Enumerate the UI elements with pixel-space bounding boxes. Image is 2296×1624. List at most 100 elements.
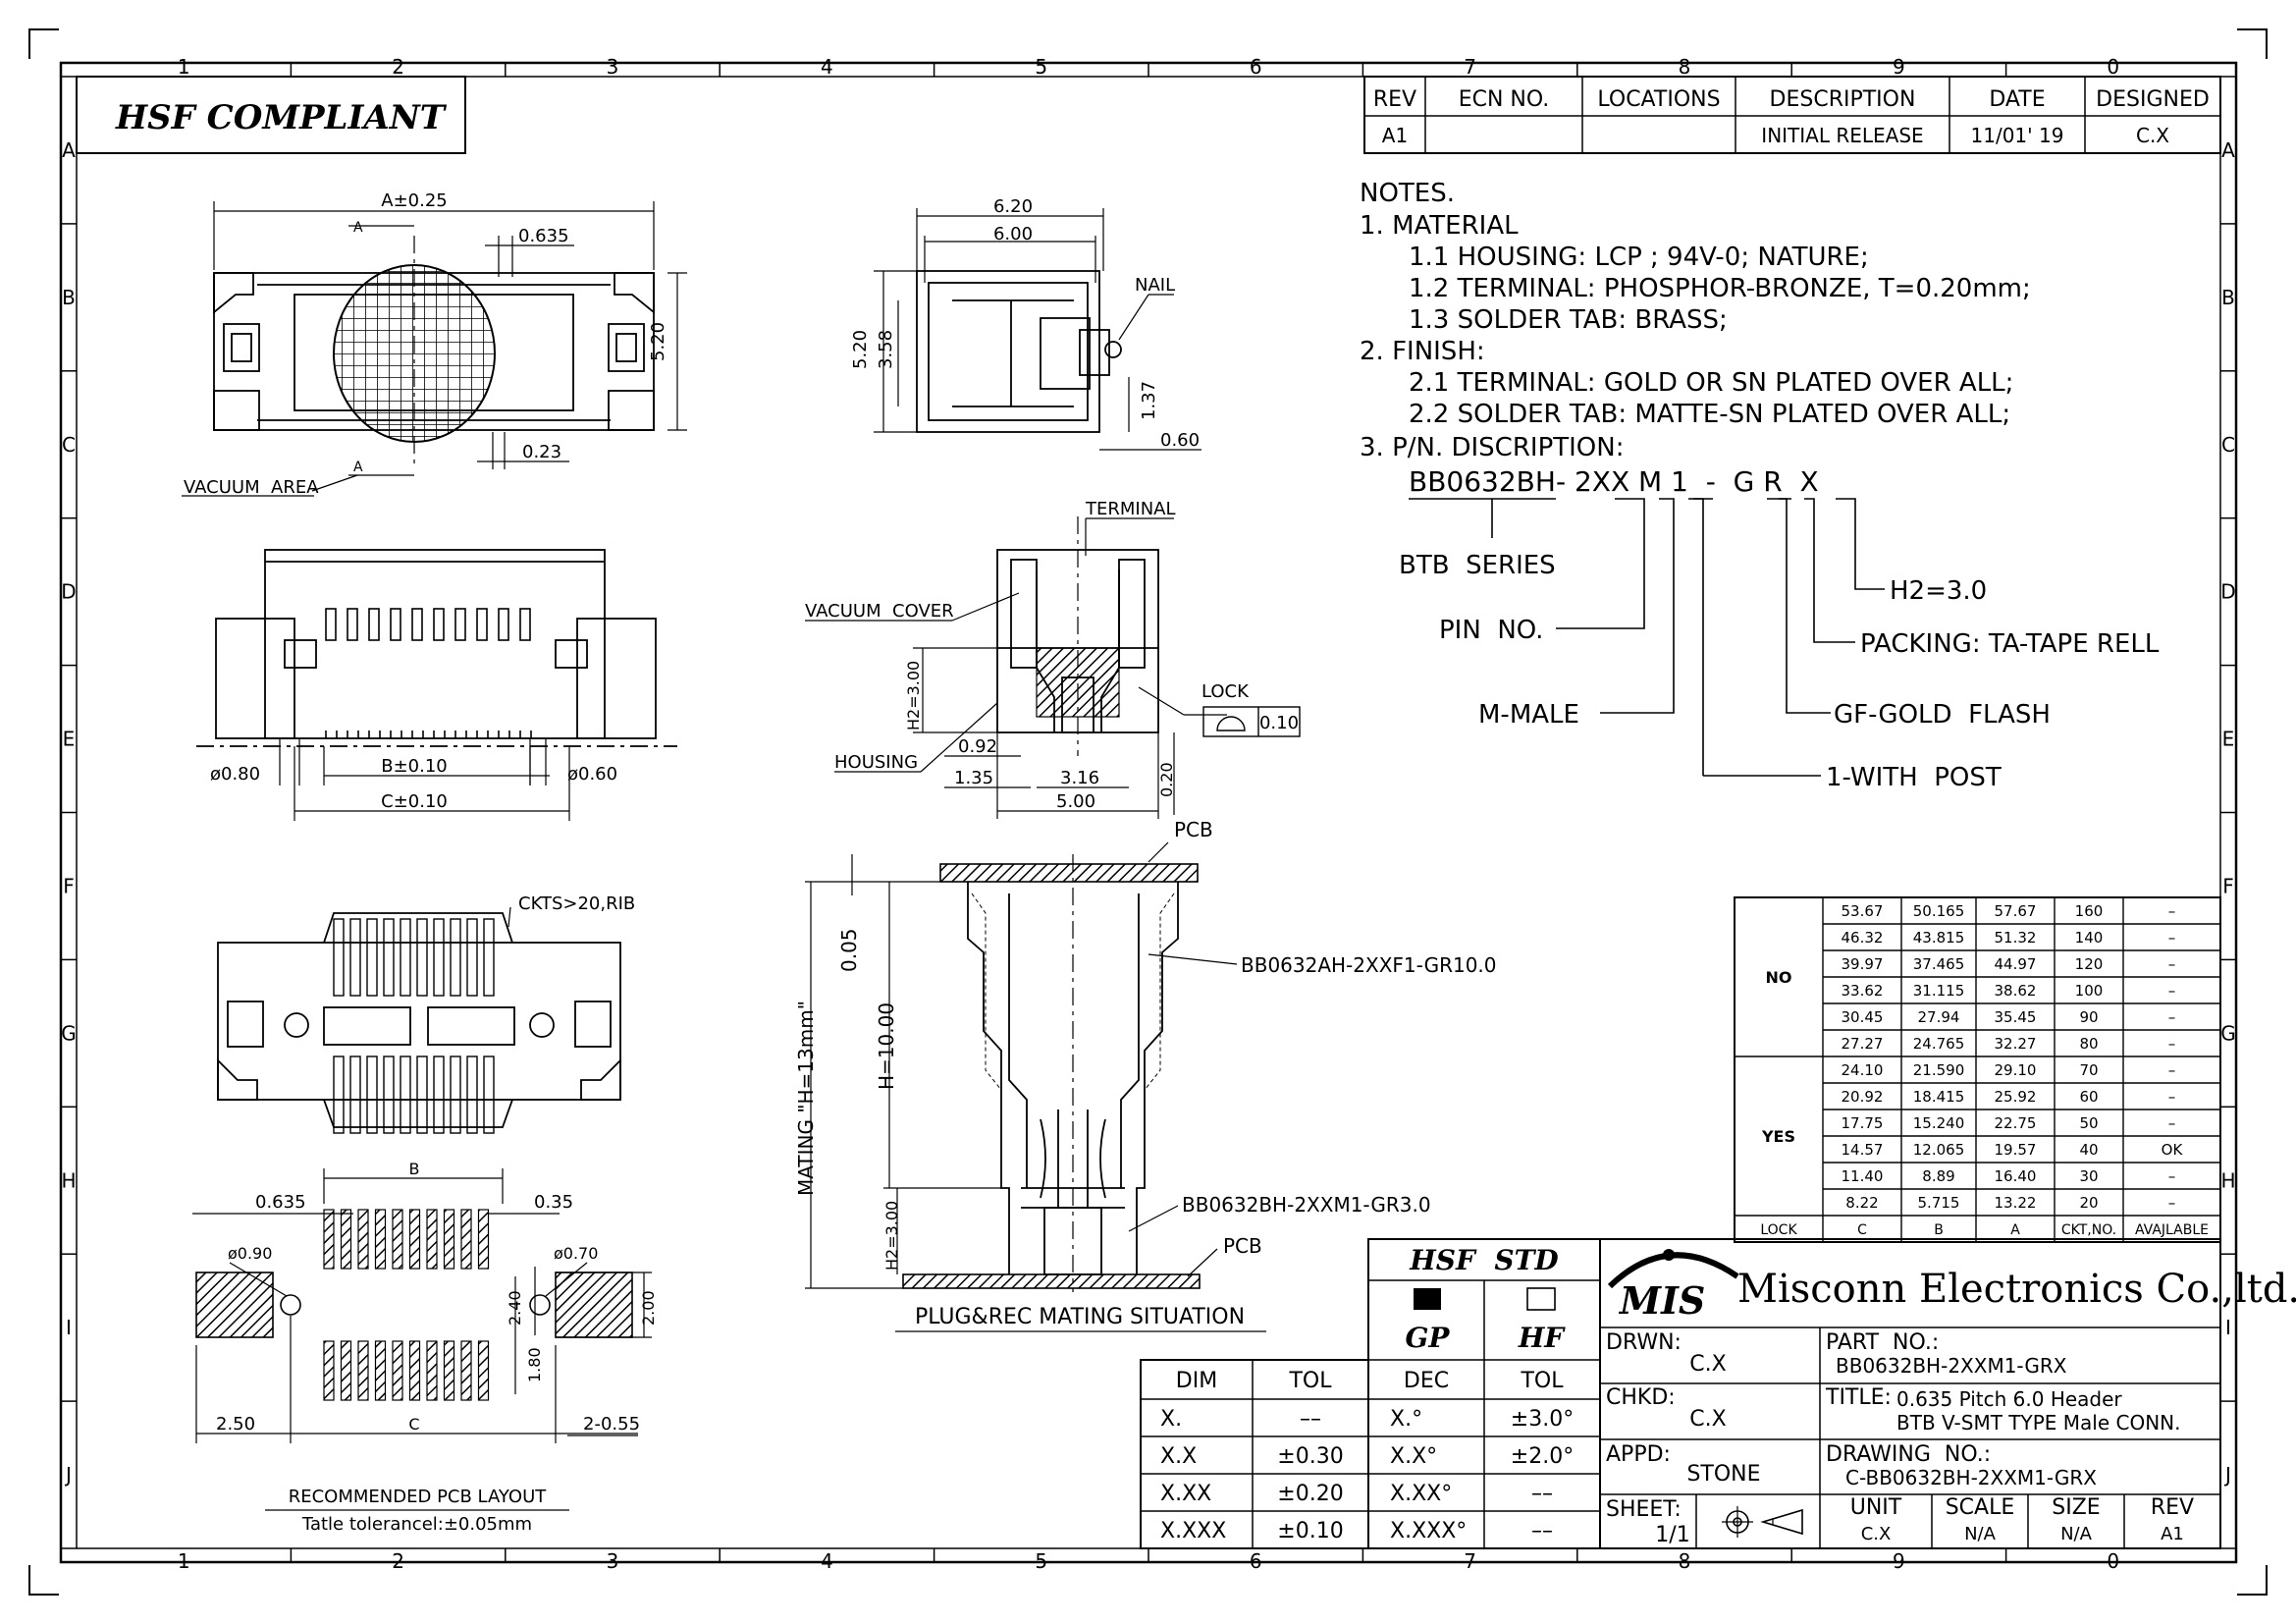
size-table-cell: 30.45 [1842,1008,1884,1026]
part-number-code: BB0632BH- 2XX M 1 - G R X [1409,465,1819,498]
side-w2: 6.00 [993,224,1033,244]
size-table-cell: – [2168,902,2176,920]
size-table-cell: 39.97 [1842,955,1884,973]
mating-005: 0.05 [837,928,861,972]
lock-label: LOCK [1201,681,1250,702]
dim-pitch: 0.635 [518,226,569,246]
size-table-cell: – [2168,1114,2176,1132]
size-table-cell: 8.22 [1845,1194,1878,1212]
hsf-compliant-label: HSF COMPLIANT [115,98,448,137]
rev-cell-description: INITIAL RELEASE [1761,124,1923,147]
side-137: 1.37 [1139,381,1159,420]
nail-label: NAIL [1135,275,1175,296]
receptacle-part: BB0632AH-2XXF1-GR10.0 [1241,953,1497,977]
column-label: 9 [1893,1549,1905,1573]
row-label: I [66,1316,72,1339]
pn-callout-series: BTB SERIES [1399,551,1556,580]
size-table-cell: 100 [2075,982,2104,1000]
tol-value: ±0.20 [1277,1482,1343,1506]
pn-callout-packing: PACKING: TA-TAPE RELL [1860,629,2160,659]
dim-d060: ø0.60 [567,764,617,785]
size-table-cell: OK [2162,1141,2184,1159]
column-label: 1 [178,1549,190,1573]
part-label: PART NO.: [1826,1330,1939,1355]
size-table-header: A [2010,1222,2020,1238]
layout-c: C [408,1415,419,1434]
rev-header-date: DATE [1989,87,2045,112]
housing-label: HOUSING [834,752,918,773]
scale-label: SCALE [1946,1495,2015,1520]
hf-empty-box [1526,1287,1556,1311]
dim-height: 5.20 [648,322,668,361]
hsf-dec: X.° [1390,1407,1422,1432]
column-label: 3 [607,55,619,79]
size-table-header: CKT,NO. [2061,1222,2116,1238]
mating-h2: H2=3.00 [882,1201,901,1271]
column-label: 2 [392,55,404,79]
column-label: 4 [821,55,833,79]
mis-logo: MIS [1607,1249,1739,1323]
drwn-value: C.X [1689,1352,1726,1377]
size-table-cell: – [2168,1167,2176,1185]
column-label: 0 [2107,1549,2119,1573]
section-020: 0.20 [1157,762,1176,797]
side-h1: 5.20 [850,330,871,369]
size-table-cell: 60 [2079,1088,2098,1106]
tol-dim: X.XXX [1160,1519,1226,1543]
pn-callout-pin: PIN NO. [1439,616,1543,645]
front-view: ø0.80 ø0.60 B±0.10 C±0.10 [196,549,677,821]
size-table-cell: 19.57 [1995,1141,2037,1159]
size-table-cell: 160 [2075,902,2104,920]
layout-035: 0.35 [534,1192,573,1213]
rev-header-ecn: ECN NO. [1459,87,1550,112]
projection-symbol-icon [1722,1506,1803,1538]
side-view: 6.20 6.00 5.20 3.58 NAIL 1.37 0.60 [850,196,1201,451]
dim-d080: ø0.80 [210,764,260,785]
row-label: J [64,1463,72,1487]
size-table-cell: 27.94 [1918,1008,1960,1026]
vacuum-area-label: VACUUM AREA [184,477,319,498]
size-table-cell: 20 [2079,1194,2098,1212]
size-table-cell: 18.415 [1913,1088,1965,1106]
section-092: 0.92 [958,736,997,757]
section-view: TERMINAL VACUUM COVER HOUSING LOCK 0.10 … [805,499,1301,819]
layout-d090: ø0.90 [228,1244,272,1263]
column-label: 2 [392,1549,404,1573]
mating-caption: PLUG&REC MATING SITUATION [915,1305,1245,1329]
size-table-cell: 22.75 [1995,1114,2037,1132]
pcb-pad-left [195,1272,274,1338]
size-table-cell: 31.115 [1913,982,1965,1000]
hsf-header-tol: TOL [1520,1369,1564,1393]
note-line: 1.2 TERMINAL: PHOSPHOR-BRONZE, T=0.20mm; [1409,274,2031,303]
column-label: 1 [178,55,190,79]
hsf-header-dec: DEC [1404,1369,1449,1393]
appd-value: STONE [1686,1462,1760,1487]
mating-view: PCB PCB BB0632AH-2XXF1-GR10.0 BB0632BH-2… [794,818,1497,1332]
gp-filled-box [1414,1288,1441,1310]
rev-cell-rev: A1 [1382,124,1408,147]
column-label: 3 [607,1549,619,1573]
tol-value: –– [1300,1407,1321,1432]
size-table-cell: – [2168,929,2176,947]
size-label: SIZE [2052,1495,2100,1520]
size-table-cell: 51.32 [1995,929,2037,947]
mating-pcb-top: PCB [1174,818,1213,841]
rev-value: A1 [2161,1524,2184,1544]
size-table-header: LOCK [1760,1222,1797,1238]
column-label: 0 [2107,55,2119,79]
note-line: 3. P/N. DISCRIPTION: [1360,433,1624,462]
layout-180: 1.80 [525,1347,544,1382]
size-table-cell: 20.92 [1842,1088,1884,1106]
size-table-cell: 50.165 [1913,902,1965,920]
size-table-cell: – [2168,1035,2176,1053]
size-table-lock: YES [1761,1127,1795,1146]
layout-250: 2.50 [216,1414,255,1435]
size-table-cell: 70 [2079,1061,2098,1079]
size-table-cell: – [2168,1061,2176,1079]
rib-note: CKTS>20,RIB [518,893,635,914]
notes-heading: NOTES. [1360,179,1455,208]
size-table-lock: NO [1766,968,1792,987]
